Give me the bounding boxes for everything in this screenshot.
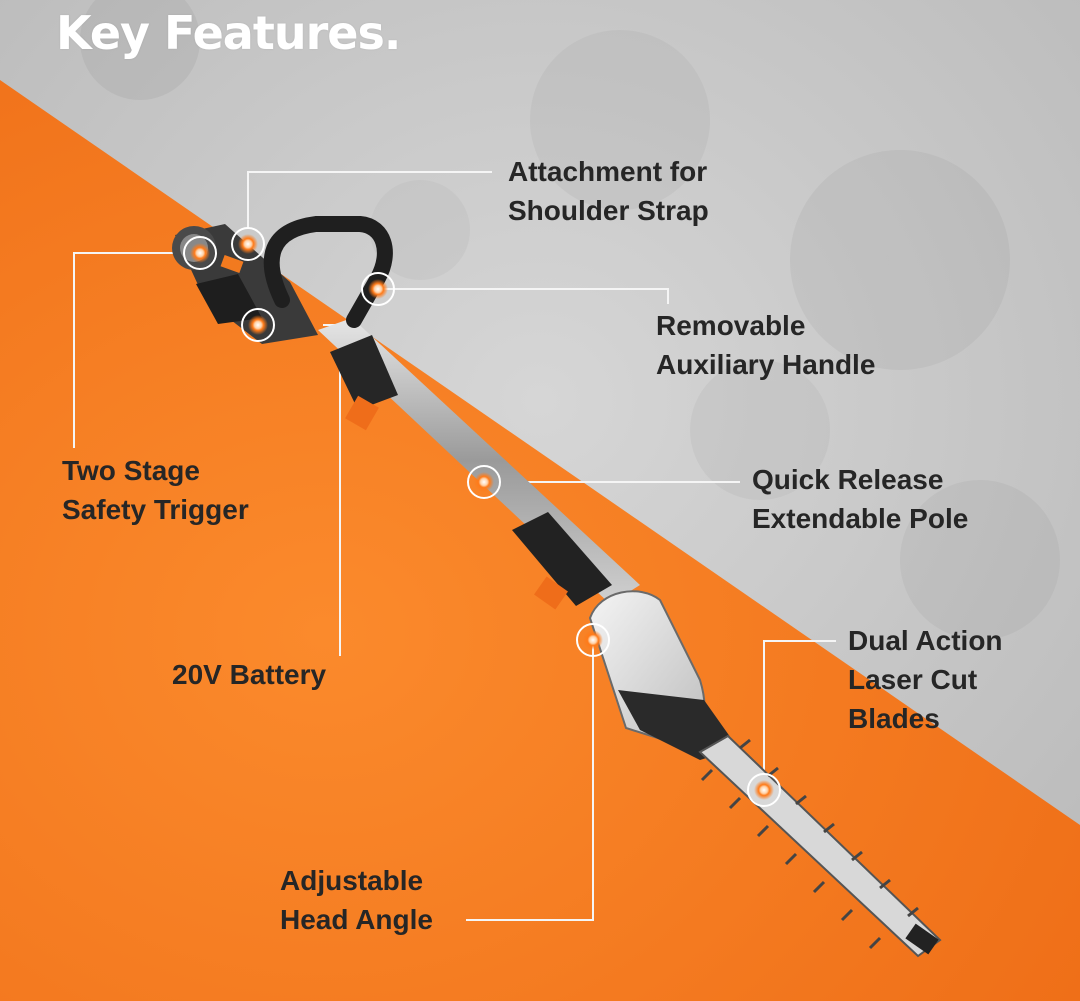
- callout-head-angle: Adjustable Head Angle: [280, 861, 433, 939]
- callout-shoulder-strap: Attachment for Shoulder Strap: [508, 152, 709, 230]
- callout-line: Removable: [656, 310, 806, 341]
- hotspot-safety-trigger: [183, 236, 217, 270]
- callout-line: Auxiliary Handle: [656, 349, 876, 380]
- hotspot-shoulder-strap: [231, 227, 265, 261]
- callout-line: Safety Trigger: [62, 494, 249, 525]
- hotspot-battery: [241, 308, 275, 342]
- concrete-texture: [80, 0, 1060, 640]
- page-title: Key Features.: [56, 6, 401, 60]
- callout-line: Dual Action: [848, 625, 1003, 656]
- callout-line: Two Stage: [62, 455, 200, 486]
- callout-line: 20V Battery: [172, 659, 327, 690]
- callout-line: Laser Cut: [848, 664, 978, 695]
- hotspot-blades: [747, 773, 781, 807]
- callout-line: Adjustable: [280, 865, 424, 896]
- callout-auxiliary-handle: Removable Auxiliary Handle: [656, 306, 875, 384]
- callout-line: Shoulder Strap: [508, 195, 709, 226]
- callout-extendable-pole: Quick Release Extendable Pole: [752, 460, 968, 538]
- callout-line: Blades: [848, 703, 940, 734]
- callout-blades: Dual Action Laser Cut Blades: [848, 621, 1003, 738]
- callout-line: Attachment for: [508, 156, 708, 187]
- callout-line: Head Angle: [280, 904, 433, 935]
- callout-line: Extendable Pole: [752, 503, 969, 534]
- hotspot-auxiliary-handle: [361, 272, 395, 306]
- callout-safety-trigger: Two Stage Safety Trigger: [62, 451, 249, 529]
- hotspot-markers: [183, 227, 781, 807]
- callout-battery: 20V Battery: [172, 655, 326, 694]
- callout-line: Quick Release: [752, 464, 944, 495]
- hotspot-head-angle: [576, 623, 610, 657]
- hotspot-extendable-pole: [467, 465, 501, 499]
